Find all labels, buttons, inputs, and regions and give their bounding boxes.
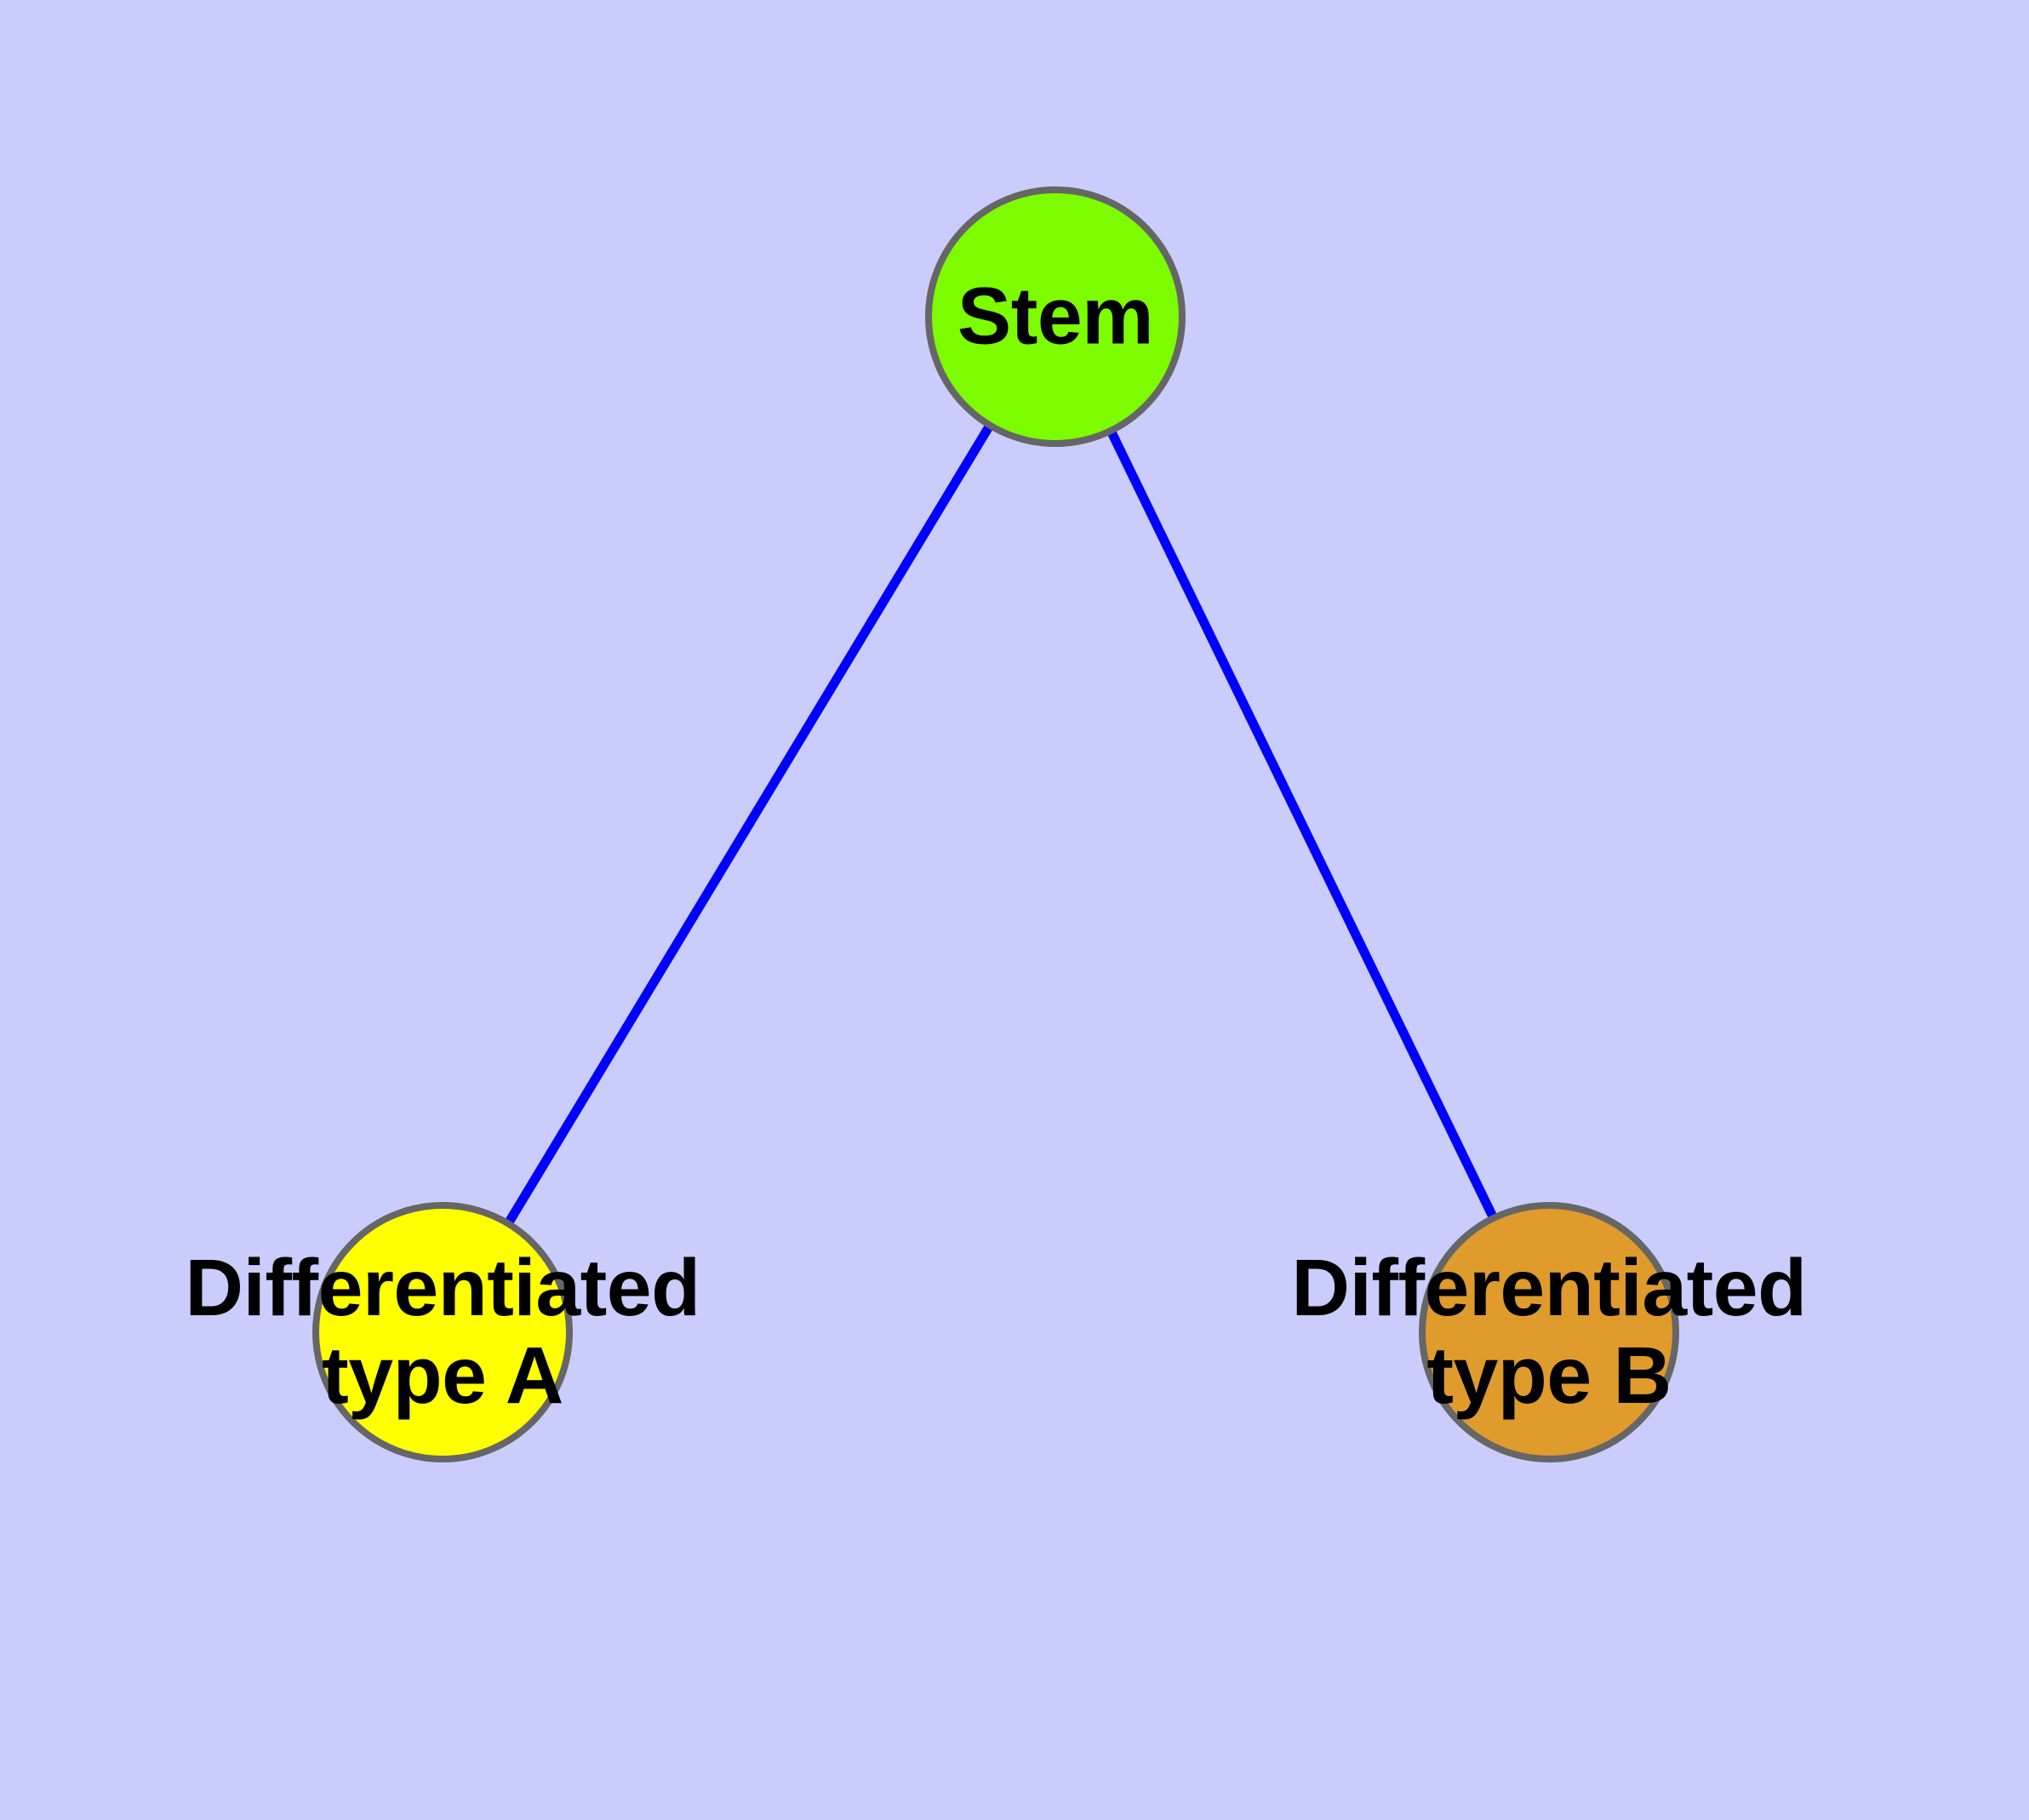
node-stem[interactable] — [925, 186, 1186, 447]
node-layer — [312, 186, 1679, 1462]
node-diff-a[interactable] — [312, 1202, 573, 1462]
edge-stem-diff-a[interactable] — [438, 314, 1060, 1335]
edge-stem-diff-b[interactable] — [1051, 314, 1553, 1335]
node-diff-b[interactable] — [1419, 1202, 1679, 1462]
edge-layer — [438, 314, 1553, 1335]
